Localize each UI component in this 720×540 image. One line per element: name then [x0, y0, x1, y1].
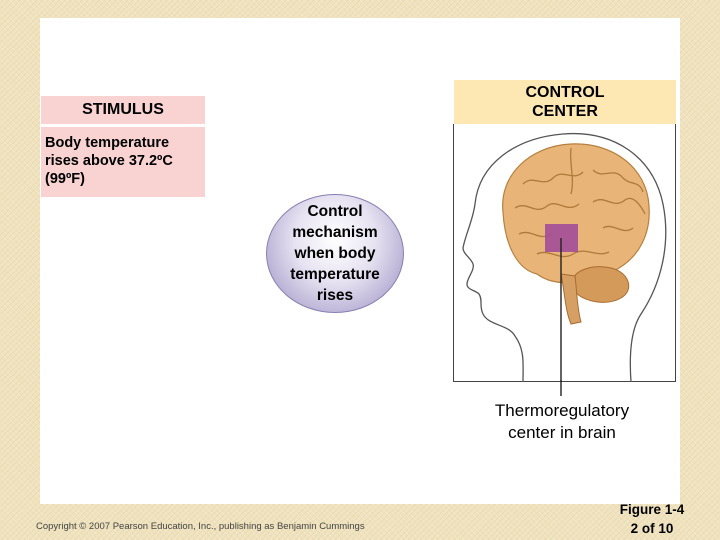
head-brain-illustration	[462, 132, 667, 382]
control-center-header: CONTROL CENTER	[454, 80, 676, 124]
copyright-text: Copyright © 2007 Pearson Education, Inc.…	[36, 521, 365, 532]
cerebellum-shape	[572, 266, 630, 303]
brainstem-shape	[560, 273, 582, 325]
brain-caption: Thermoregulatory center in brain	[494, 401, 630, 442]
figure-label: Figure 1-4 2 of 10	[619, 502, 685, 536]
head-outline	[462, 132, 667, 382]
control-mechanism-circle: Control mechanism when body temperature …	[266, 194, 404, 313]
leader-line-tail	[560, 380, 562, 396]
stimulus-text: Body temperature rises above 37.2ºC (99º…	[41, 127, 205, 197]
brain-shape	[502, 143, 650, 284]
control-mechanism-text: Control mechanism when body temperature …	[290, 203, 380, 304]
stimulus-header: STIMULUS	[41, 96, 205, 124]
brain-gyri	[514, 147, 646, 258]
